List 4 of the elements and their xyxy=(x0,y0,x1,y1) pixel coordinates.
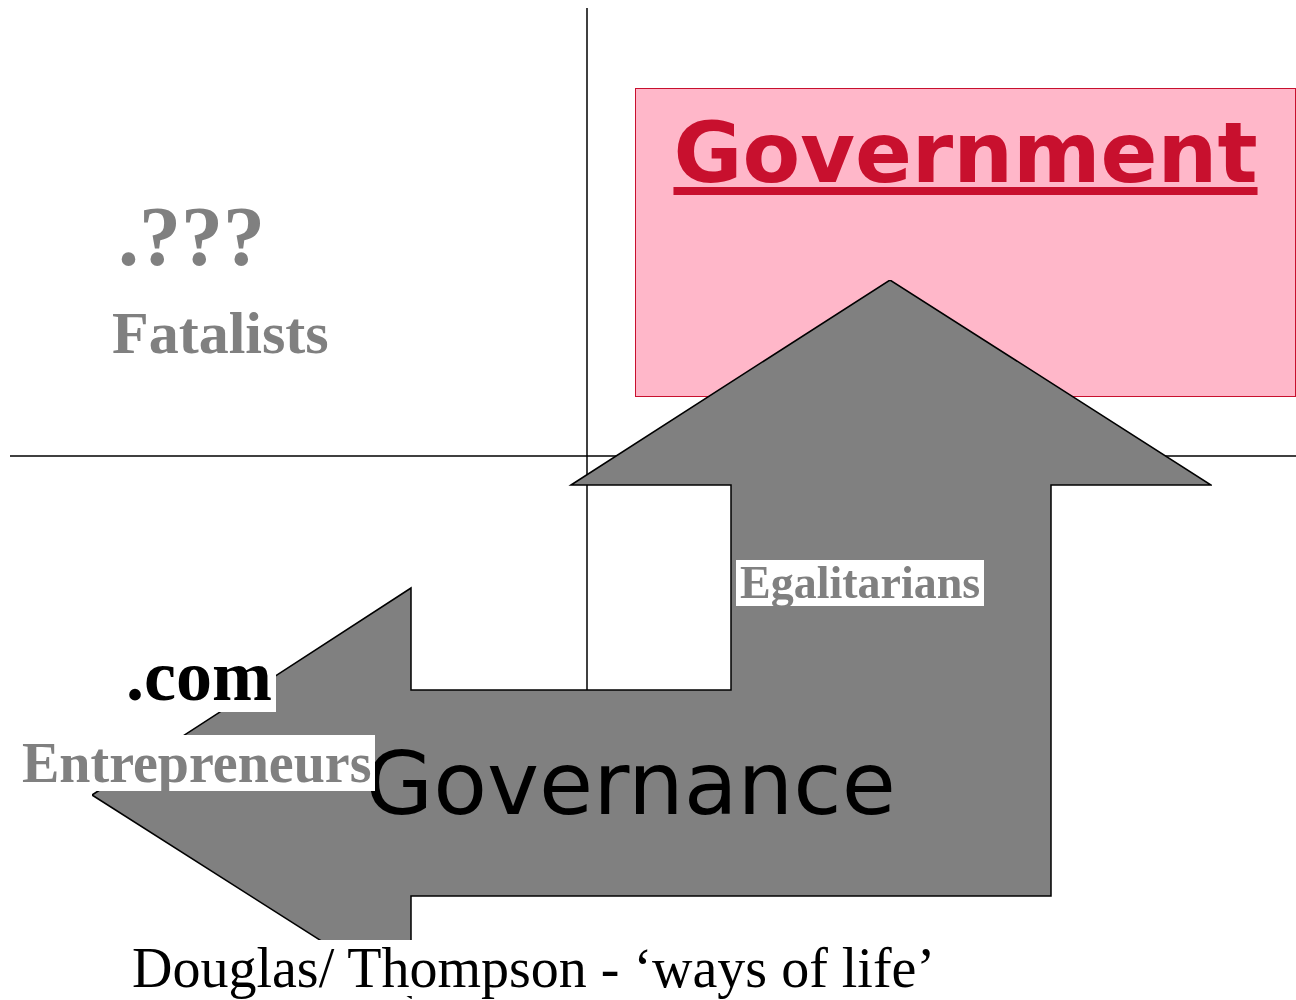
quadrant-code: .??? xyxy=(118,195,265,279)
quadrant-label: Egalitarians xyxy=(736,560,985,606)
quadrant-label: Fatalists xyxy=(112,303,329,363)
box-title: Government xyxy=(672,107,1259,200)
